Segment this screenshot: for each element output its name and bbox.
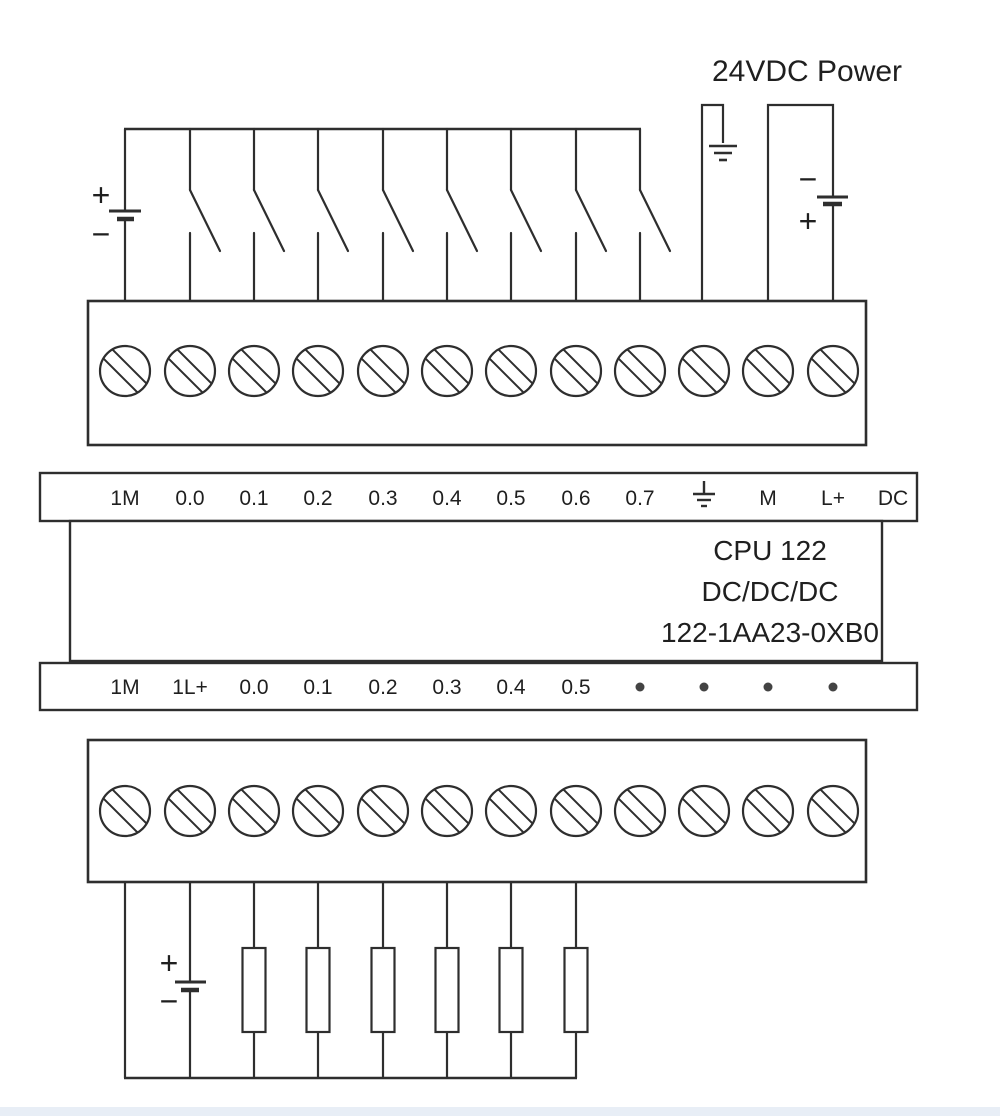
screw-terminal	[741, 344, 795, 398]
cpu-body	[68, 519, 884, 663]
screw-terminal	[163, 344, 217, 398]
load-resistor	[563, 946, 589, 1034]
power-supply-label: 24VDC Power	[712, 55, 902, 88]
screw-terminal	[291, 784, 345, 838]
terminal-label: M	[759, 487, 777, 510]
unused-terminal-dot	[763, 682, 773, 692]
terminal-label: 0.1	[239, 487, 268, 510]
screw-terminal	[420, 784, 474, 838]
terminal-label: 0.4	[432, 487, 462, 510]
load-resistor	[305, 946, 331, 1034]
screw-terminal	[549, 784, 603, 838]
ground-symbol-label	[693, 481, 715, 508]
cpu-family: DC/DC/DC	[702, 576, 839, 607]
terminal-label: 0.6	[561, 487, 590, 510]
output-load-resistors	[241, 946, 589, 1034]
screw-terminal	[98, 784, 152, 838]
screw-terminal	[613, 784, 667, 838]
load-resistor	[498, 946, 524, 1034]
load-resistor	[434, 946, 460, 1034]
input-terminal-screws	[98, 344, 860, 398]
earth-wire-loop	[700, 103, 737, 301]
unused-terminal-dot	[828, 682, 838, 692]
input-switch	[188, 127, 222, 303]
earth-ground-icon	[709, 144, 737, 162]
screw-terminal	[484, 344, 538, 398]
output-battery-symbol	[175, 882, 206, 1078]
terminal-label: 0.3	[368, 487, 397, 510]
screw-terminal	[549, 344, 603, 398]
unused-terminal-dot	[699, 682, 709, 692]
unused-terminal-dots	[635, 682, 838, 692]
input-battery-plus-sign: +	[92, 177, 111, 213]
terminal-label: 1M	[110, 487, 139, 510]
load-resistor	[370, 946, 396, 1034]
terminal-label: 0.2	[368, 676, 397, 699]
screw-terminal	[806, 784, 860, 838]
unused-terminal-dot	[635, 682, 645, 692]
screw-terminal	[613, 344, 667, 398]
terminal-label: 0.4	[496, 676, 526, 699]
terminal-label: 1L+	[172, 676, 208, 699]
input-switch	[316, 127, 350, 303]
input-switch	[509, 127, 543, 303]
footer-strip	[0, 1107, 1000, 1116]
screw-terminal	[356, 344, 410, 398]
terminal-label: 0.7	[625, 487, 654, 510]
terminal-label: 0.5	[496, 487, 525, 510]
input-switches	[188, 127, 672, 303]
screw-terminal	[677, 344, 731, 398]
terminal-label: DC	[878, 487, 908, 510]
terminal-label: 1M	[110, 676, 139, 699]
screw-terminal	[420, 344, 474, 398]
screw-terminal	[227, 344, 281, 398]
screw-terminal	[356, 784, 410, 838]
top-terminal-labels: 1M 0.0 0.1 0.2 0.3 0.4 0.5 0.6 0.7 M L+ DC	[110, 481, 908, 510]
screw-terminal	[227, 784, 281, 838]
terminal-label: 0.1	[303, 676, 332, 699]
screw-terminal	[98, 344, 152, 398]
cpu-order-number: 122-1AA23-0XB0	[661, 617, 879, 648]
terminal-label: 0.3	[432, 676, 461, 699]
screw-terminal	[677, 784, 731, 838]
load-resistor	[241, 946, 267, 1034]
input-switch	[445, 127, 479, 303]
input-switch	[574, 127, 608, 303]
screw-terminal	[484, 784, 538, 838]
screw-terminal	[163, 784, 217, 838]
output-wires	[123, 882, 578, 1078]
input-battery-symbol	[109, 129, 141, 301]
screw-terminal	[741, 784, 795, 838]
output-terminal-block	[86, 738, 868, 884]
power-battery-minus-sign: −	[799, 161, 818, 197]
output-battery-minus-sign: −	[160, 983, 179, 1019]
power-battery-loop	[766, 103, 848, 301]
power-battery-plus-sign: +	[799, 203, 818, 239]
input-switch	[381, 127, 415, 303]
terminal-label: 0.0	[239, 676, 268, 699]
cpu-model: CPU 122	[713, 535, 827, 566]
terminal-label: 0.2	[303, 487, 332, 510]
terminal-label: 0.5	[561, 676, 590, 699]
top-terminal-label-strip	[38, 471, 919, 523]
screw-terminal	[806, 344, 860, 398]
terminal-label: 0.0	[175, 487, 204, 510]
output-terminal-screws	[98, 784, 860, 838]
input-battery-minus-sign: −	[92, 216, 111, 252]
input-terminal-block	[86, 299, 868, 447]
input-switch	[638, 127, 672, 303]
screw-terminal	[291, 344, 345, 398]
output-battery-plus-sign: +	[160, 945, 179, 981]
input-switch	[252, 127, 286, 303]
bottom-terminal-labels: 1M 1L+ 0.0 0.1 0.2 0.3 0.4 0.5	[110, 676, 590, 699]
terminal-label: L+	[821, 487, 845, 510]
